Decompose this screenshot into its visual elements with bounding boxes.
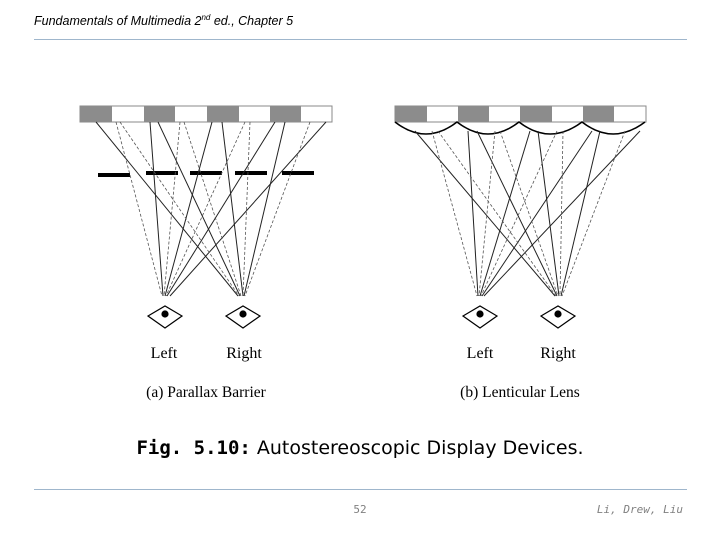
right-eye-label: Right (540, 345, 576, 362)
lenticular-caption: (b) Lenticular Lens (460, 384, 580, 401)
ray (437, 130, 557, 297)
pupil (554, 310, 562, 318)
dark-pixel (144, 106, 175, 122)
header-title: Fundamentals of Multimedia 2 (34, 14, 202, 29)
ray (414, 130, 556, 297)
pupil (476, 310, 484, 318)
dark-pixel (207, 106, 239, 122)
ray (499, 130, 559, 297)
barrier-slats (98, 171, 314, 177)
left-eye-label: Left (467, 345, 494, 362)
header-superscript: nd (201, 13, 211, 22)
ray (95, 121, 239, 297)
parallax-caption: (a) Parallax Barrier (146, 384, 266, 401)
autostereoscopic-diagram: Left Right (a) Parallax Barrier (79, 105, 647, 401)
ray (479, 130, 531, 297)
parallax-barrier-diagram: Left Right (a) Parallax Barrier (79, 105, 333, 401)
ray (560, 130, 601, 297)
light-rays-dashed (431, 130, 626, 297)
left-eye-icon (146, 305, 184, 329)
left-eye-label: Left (151, 345, 178, 362)
ray (480, 130, 558, 297)
ray (119, 121, 240, 297)
ray (481, 130, 593, 297)
slide-header: Fundamentals of Multimedia 2nd ed., Chap… (34, 13, 293, 28)
dark-pixel (520, 106, 552, 122)
pupil (161, 310, 169, 318)
dark-pixel (270, 106, 301, 122)
ray (476, 130, 558, 297)
page-number: 52 (353, 503, 367, 516)
figure-caption: Fig. 5.10: Autostereoscopic Display Devi… (0, 437, 720, 459)
figure-title: Autostereoscopic Display Devices. (250, 437, 584, 459)
ray (149, 121, 164, 297)
dark-pixel (458, 106, 489, 122)
ray (165, 121, 246, 297)
dark-pixels (80, 106, 301, 122)
ray (115, 121, 163, 297)
ray (483, 130, 641, 297)
header-rule (34, 39, 687, 40)
dark-pixel (80, 106, 112, 122)
ray (537, 130, 560, 297)
dark-pixels (395, 106, 614, 122)
ray (478, 130, 496, 297)
footer-authors: Li, Drew, Liu (596, 503, 683, 516)
light-rays-dashed (115, 121, 311, 297)
eye-shape (539, 305, 577, 329)
ray (244, 121, 311, 297)
ray (164, 121, 213, 297)
ray (242, 121, 251, 297)
ray (243, 121, 286, 297)
light-rays-solid (95, 121, 327, 297)
light-rays-solid (414, 130, 641, 297)
eye-shape (146, 305, 184, 329)
ray (561, 130, 626, 297)
eye-shape (224, 305, 262, 329)
header-title-end: ed., Chapter 5 (210, 14, 294, 29)
right-eye-icon (539, 305, 577, 329)
ray (166, 121, 276, 297)
lenticular-lens-diagram: Left Right (b) Lenticular Lens (394, 105, 647, 401)
pupil (239, 310, 247, 318)
dark-pixel (395, 106, 427, 122)
footer-rule (34, 489, 687, 490)
ray (157, 121, 241, 297)
ray (163, 121, 181, 297)
ray (431, 130, 478, 297)
ray (183, 121, 242, 297)
left-eye-icon (461, 305, 499, 329)
dark-pixel (583, 106, 614, 122)
right-eye-label: Right (226, 345, 262, 362)
right-eye-icon (224, 305, 262, 329)
ray (221, 121, 244, 297)
ray (169, 121, 327, 297)
eye-shape (461, 305, 499, 329)
ray (559, 130, 564, 297)
ray (467, 130, 479, 297)
figure-label: Fig. 5.10: (136, 437, 251, 459)
